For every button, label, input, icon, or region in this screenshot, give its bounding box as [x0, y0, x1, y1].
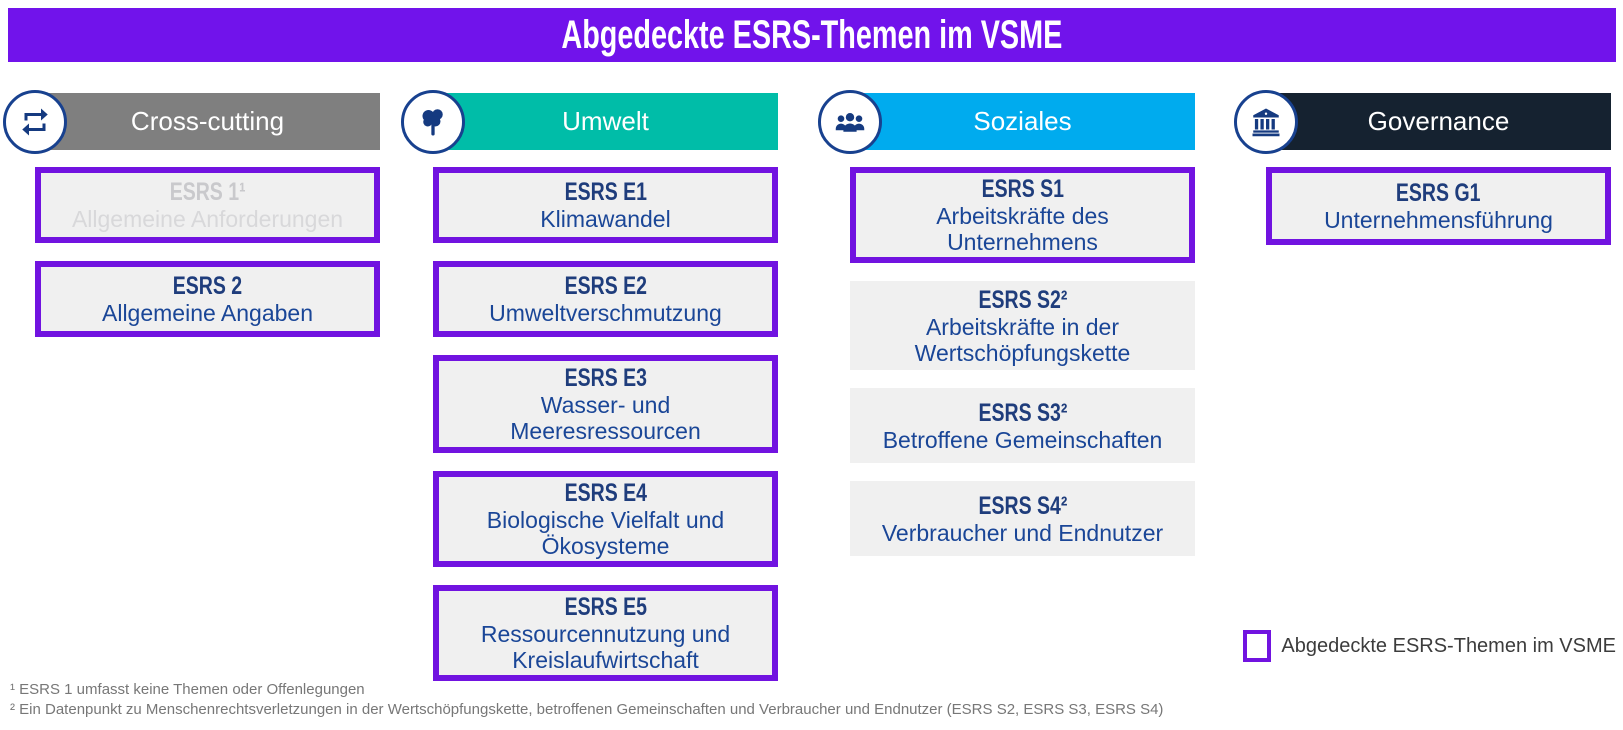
column-header-label: Governance — [1367, 106, 1510, 136]
topic-subtitle: Betroffene Gemeinschaften — [882, 426, 1163, 453]
tree-icon — [401, 89, 465, 154]
topic-card-esrs-e3: ESRS E3 Wasser- und Meeresressourcen — [433, 355, 778, 453]
topic-title: ESRS E1 — [564, 178, 647, 206]
topic-title: ESRS E4 — [564, 479, 647, 507]
column-soziales: Soziales ESRS S1 Arbeitskräfte des Unter… — [818, 89, 1195, 556]
footnotes: ¹ ESRS 1 umfasst keine Themen oder Offen… — [10, 680, 1163, 720]
topic-card-esrs-s2: ESRS S2² Arbeitskräfte in der Wertschöpf… — [850, 281, 1195, 370]
topic-subtitle: Unternehmensführung — [1324, 207, 1553, 233]
topic-subtitle: Klimawandel — [540, 206, 671, 232]
topic-list-soziales: ESRS S1 Arbeitskräfte des Unternehmens E… — [850, 167, 1195, 556]
legend-label: Abgedeckte ESRS-Themen im VSME — [1281, 634, 1616, 657]
topic-title: ESRS G1 — [1396, 179, 1481, 207]
title-banner: Abgedeckte ESRS-Themen im VSME — [8, 8, 1616, 62]
column-header-label: Cross-cutting — [130, 106, 285, 136]
topic-card-esrs-e2: ESRS E2 Umweltverschmutzung — [433, 261, 778, 337]
legend-covered-swatch — [1243, 630, 1272, 662]
topic-card-esrs-1: ESRS 1¹ Allgemeine Anforderungen — [35, 167, 380, 243]
topic-list-umwelt: ESRS E1 Klimawandel ESRS E2 Umweltversch… — [433, 167, 778, 681]
topic-subtitle: Allgemeine Angaben — [102, 300, 313, 326]
topic-title: ESRS S2² — [978, 285, 1067, 314]
column-governance: Governance ESRS G1 Unternehmensführung — [1234, 89, 1611, 245]
topic-subtitle: Allgemeine Anforderungen — [71, 206, 344, 232]
repeat-icon — [3, 89, 67, 154]
column-header-umwelt: Umwelt — [401, 89, 778, 154]
topic-subtitle: Arbeitskräfte in der Wertschöpfungskette — [914, 313, 1131, 366]
column-header-cross-cutting: Cross-cutting — [3, 89, 380, 154]
topic-subtitle: Ressourcennutzung und Kreislaufwirtschaf… — [480, 621, 731, 673]
footnote-1: ¹ ESRS 1 umfasst keine Themen oder Offen… — [10, 681, 365, 698]
topic-card-esrs-g1: ESRS G1 Unternehmensführung — [1266, 167, 1611, 245]
footnote-2: ² Ein Datenpunkt zu Menschenrechtsverlet… — [10, 701, 1164, 718]
topic-list-cross-cutting: ESRS 1¹ Allgemeine Anforderungen ESRS 2 … — [35, 167, 380, 337]
column-header-label: Umwelt — [562, 106, 649, 136]
topic-subtitle: Verbraucher und Endnutzer — [881, 519, 1164, 546]
topic-title: ESRS E5 — [564, 593, 647, 621]
column-header-soziales: Soziales — [818, 89, 1195, 154]
topic-subtitle: Wasser- und Meeresressourcen — [510, 392, 701, 444]
topic-title: ESRS 2 — [172, 272, 243, 300]
topic-card-esrs-e4: ESRS E4 Biologische Vielfalt und Ökosyst… — [433, 471, 778, 567]
topic-card-esrs-e5: ESRS E5 Ressourcennutzung und Kreislaufw… — [433, 585, 778, 681]
topic-title: ESRS E2 — [564, 272, 647, 300]
topic-title: ESRS E3 — [564, 364, 647, 392]
topic-list-governance: ESRS G1 Unternehmensführung — [1266, 167, 1611, 245]
topic-card-esrs-s4: ESRS S4² Verbraucher und Endnutzer — [850, 481, 1195, 556]
column-umwelt: Umwelt ESRS E1 Klimawandel ESRS E2 Umwel… — [401, 89, 778, 681]
topic-subtitle: Biologische Vielfalt und Ökosysteme — [486, 507, 725, 559]
topic-card-esrs-e1: ESRS E1 Klimawandel — [433, 167, 778, 243]
column-cross-cutting: Cross-cutting ESRS 1¹ Allgemeine Anforde… — [3, 89, 380, 337]
topic-title: ESRS S4² — [978, 491, 1067, 520]
topic-card-esrs-s1: ESRS S1 Arbeitskräfte des Unternehmens — [850, 167, 1195, 263]
topic-title: ESRS S3² — [978, 398, 1067, 427]
topic-card-esrs-s3: ESRS S3² Betroffene Gemeinschaften — [850, 388, 1195, 463]
topic-title: ESRS 1¹ — [169, 178, 246, 206]
page-title: Abgedeckte ESRS-Themen im VSME — [561, 12, 1063, 57]
column-header-governance: Governance — [1234, 89, 1611, 154]
topic-card-esrs-2: ESRS 2 Allgemeine Angaben — [35, 261, 380, 337]
column-header-label: Soziales — [973, 106, 1072, 136]
topic-subtitle: Arbeitskräfte des Unternehmens — [936, 203, 1109, 255]
topic-subtitle: Umweltverschmutzung — [489, 300, 722, 326]
topic-title: ESRS S1 — [981, 175, 1064, 203]
legend: Abgedeckte ESRS-Themen im VSME — [1243, 630, 1616, 662]
bank-icon — [1234, 89, 1298, 154]
people-icon — [818, 89, 882, 154]
